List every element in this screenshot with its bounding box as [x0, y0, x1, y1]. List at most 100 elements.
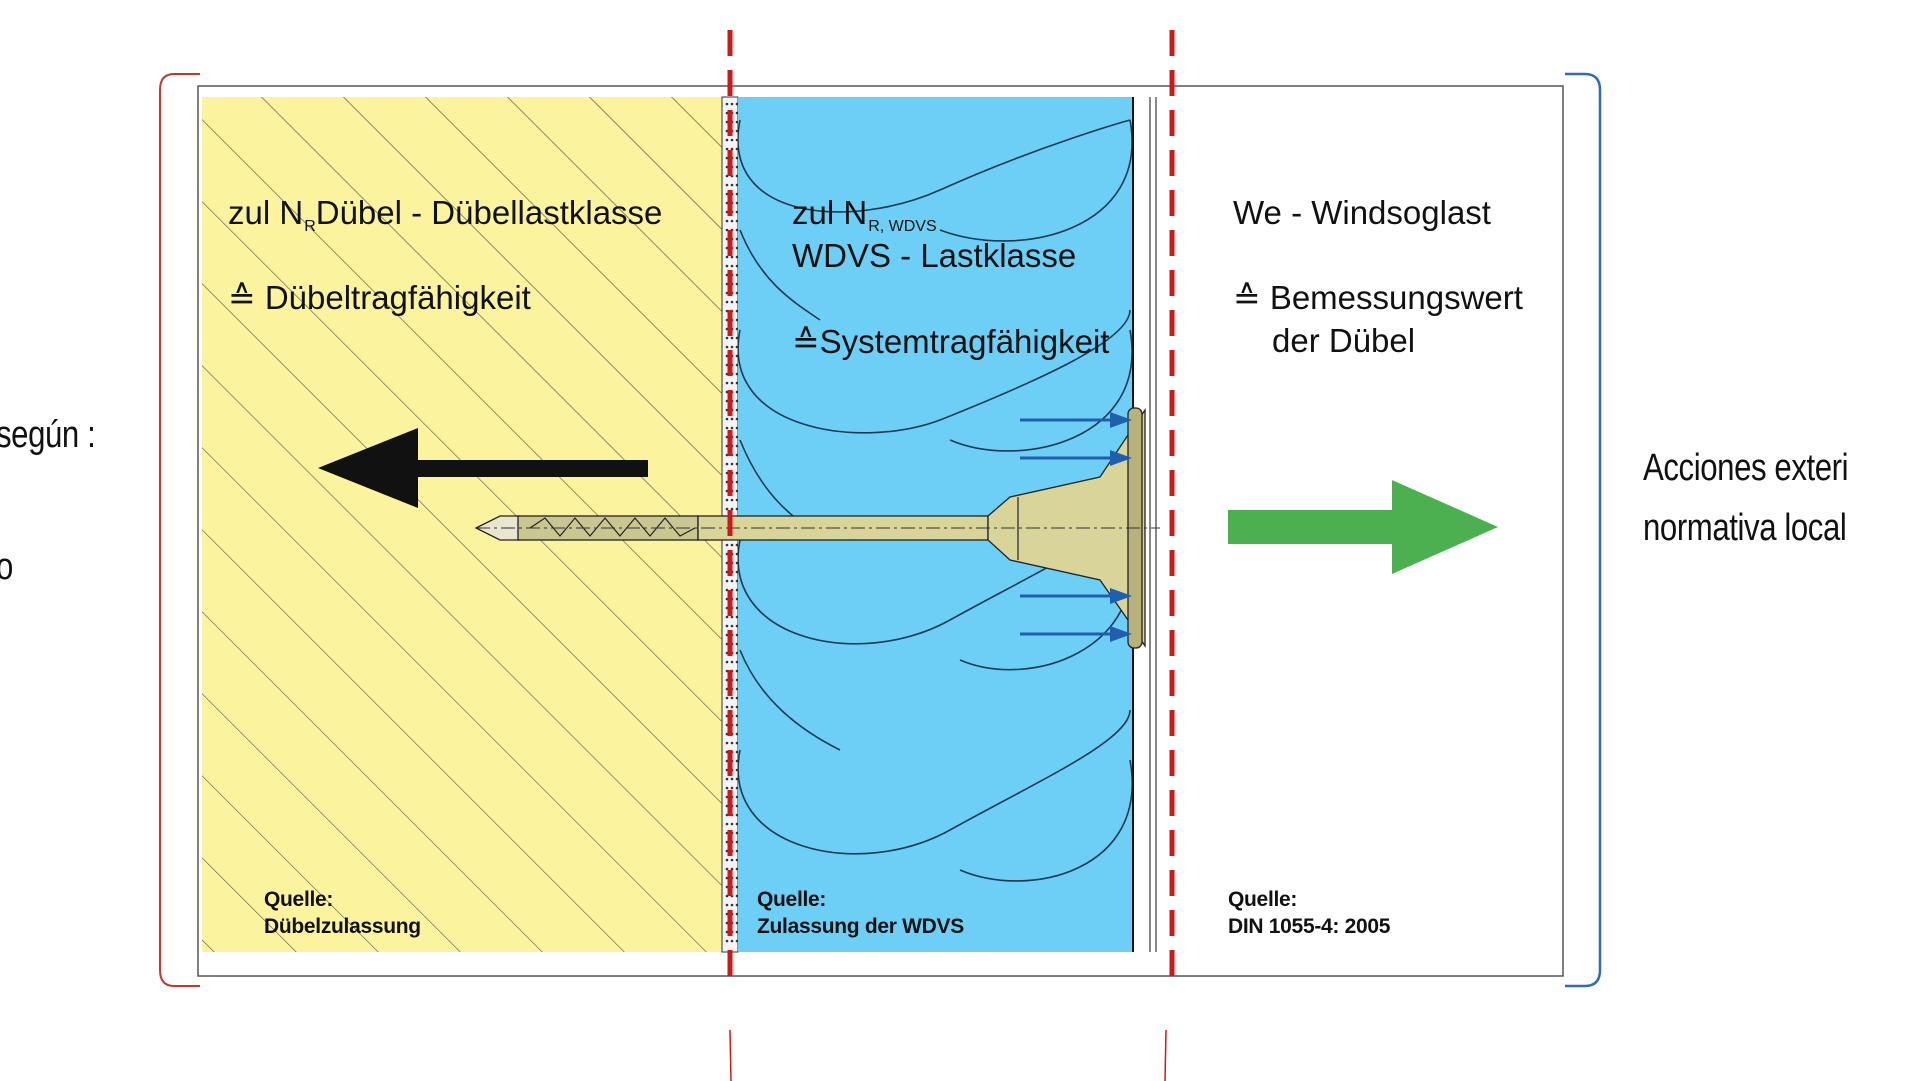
adhesive-dot: [725, 660, 729, 664]
adhesive-dot: [735, 795, 739, 799]
adhesive-dot: [735, 327, 739, 331]
adhesive-dot: [730, 777, 734, 781]
adhesive-dot: [735, 705, 739, 709]
adhesive-dot: [735, 471, 739, 475]
adhesive-dot: [725, 705, 729, 709]
adhesive-dot: [735, 579, 739, 583]
right-annotation-line1: Acciones exteri: [1643, 447, 1849, 489]
adhesive-dot: [735, 669, 739, 673]
adhesive-dot: [735, 723, 739, 727]
adhesive-dot: [730, 147, 734, 151]
adhesive-dot: [735, 741, 739, 745]
insulation-capacity: ≙Systemtragfähigkeit: [792, 323, 1110, 360]
adhesive-dot: [735, 714, 739, 718]
adhesive-dot: [735, 885, 739, 889]
adhesive-dot: [730, 345, 734, 349]
adhesive-dot: [735, 390, 739, 394]
adhesive-dot: [735, 480, 739, 484]
substrate-title: zul NRDübel - Dübellastklasse: [228, 194, 663, 235]
adhesive-dot: [735, 642, 739, 646]
adhesive-dot: [730, 543, 734, 547]
adhesive-dot: [730, 300, 734, 304]
adhesive-dot: [735, 831, 739, 835]
adhesive-dot: [725, 579, 729, 583]
adhesive-dot: [730, 705, 734, 709]
adhesive-dot: [735, 426, 739, 430]
adhesive-dot: [735, 102, 739, 106]
adhesive-dot: [735, 660, 739, 664]
exterior-capacity-line1: ≙ Bemessungswert: [1233, 279, 1523, 316]
adhesive-dot: [735, 732, 739, 736]
adhesive-dot: [735, 903, 739, 907]
adhesive-dot: [730, 336, 734, 340]
adhesive-dot: [730, 939, 734, 943]
adhesive-dot: [735, 228, 739, 232]
adhesive-dot: [730, 903, 734, 907]
adhesive-dot: [735, 174, 739, 178]
adhesive-dot: [725, 777, 729, 781]
adhesive-dot: [725, 858, 729, 862]
left-bracket: [159, 73, 200, 987]
adhesive-dot: [730, 696, 734, 700]
adhesive-dot: [730, 219, 734, 223]
pressure-arrows: [1020, 412, 1132, 642]
adhesive-dot: [735, 291, 739, 295]
adhesive-dot: [735, 354, 739, 358]
adhesive-dot: [730, 138, 734, 142]
pressure-arrow-head: [1110, 412, 1132, 428]
adhesive-dot: [725, 507, 729, 511]
adhesive-dot: [725, 300, 729, 304]
adhesive-dot: [730, 102, 734, 106]
tick-right: [1164, 1029, 1167, 1081]
adhesive-dot: [735, 237, 739, 241]
adhesive-dot: [735, 804, 739, 808]
adhesive-dot: [735, 561, 739, 565]
adhesive-dot: [735, 597, 739, 601]
adhesive-dot: [735, 930, 739, 934]
adhesive-dot: [735, 210, 739, 214]
adhesive-dot: [735, 687, 739, 691]
adhesive-dot: [735, 840, 739, 844]
adhesive-dot: [735, 372, 739, 376]
adhesive-dot: [735, 552, 739, 556]
adhesive-dot: [725, 696, 729, 700]
adhesive-dot: [735, 381, 739, 385]
adhesive-dot: [725, 183, 729, 187]
load-arrow: [318, 428, 648, 508]
adhesive-dot: [730, 858, 734, 862]
adhesive-dot: [735, 786, 739, 790]
adhesive-dot: [735, 129, 739, 133]
adhesive-dot: [735, 822, 739, 826]
adhesive-dot: [735, 759, 739, 763]
adhesive-dot: [725, 939, 729, 943]
adhesive-dot: [725, 264, 729, 268]
adhesive-dot: [730, 867, 734, 871]
adhesive-dot: [735, 858, 739, 862]
adhesive-dot: [730, 417, 734, 421]
adhesive-dot: [725, 867, 729, 871]
adhesive-dot: [735, 543, 739, 547]
adhesive-dot: [730, 822, 734, 826]
adhesive-dot: [725, 741, 729, 745]
adhesive-dot: [730, 462, 734, 466]
adhesive-dot: [735, 345, 739, 349]
adhesive-dot: [725, 219, 729, 223]
adhesive-dot: [735, 750, 739, 754]
left-annotation-line2: o: [0, 546, 13, 589]
adhesive-dot: [735, 111, 739, 115]
adhesive-dot: [730, 264, 734, 268]
adhesive-dot: [725, 255, 729, 259]
adhesive-dot: [735, 408, 739, 412]
adhesive-dot: [730, 660, 734, 664]
substrate-source: Quelle: Dübelzulassung: [264, 888, 421, 939]
adhesive-dot: [735, 201, 739, 205]
adhesive-dot: [730, 255, 734, 259]
adhesive-dot: [735, 282, 739, 286]
adhesive-dot: [735, 777, 739, 781]
adhesive-dot: [735, 849, 739, 853]
adhesive-dot: [725, 822, 729, 826]
adhesive-dot: [725, 543, 729, 547]
adhesive-dot: [725, 381, 729, 385]
adhesive-dot: [735, 624, 739, 628]
substrate-capacity: ≙ Dübeltragfähigkeit: [228, 279, 531, 316]
